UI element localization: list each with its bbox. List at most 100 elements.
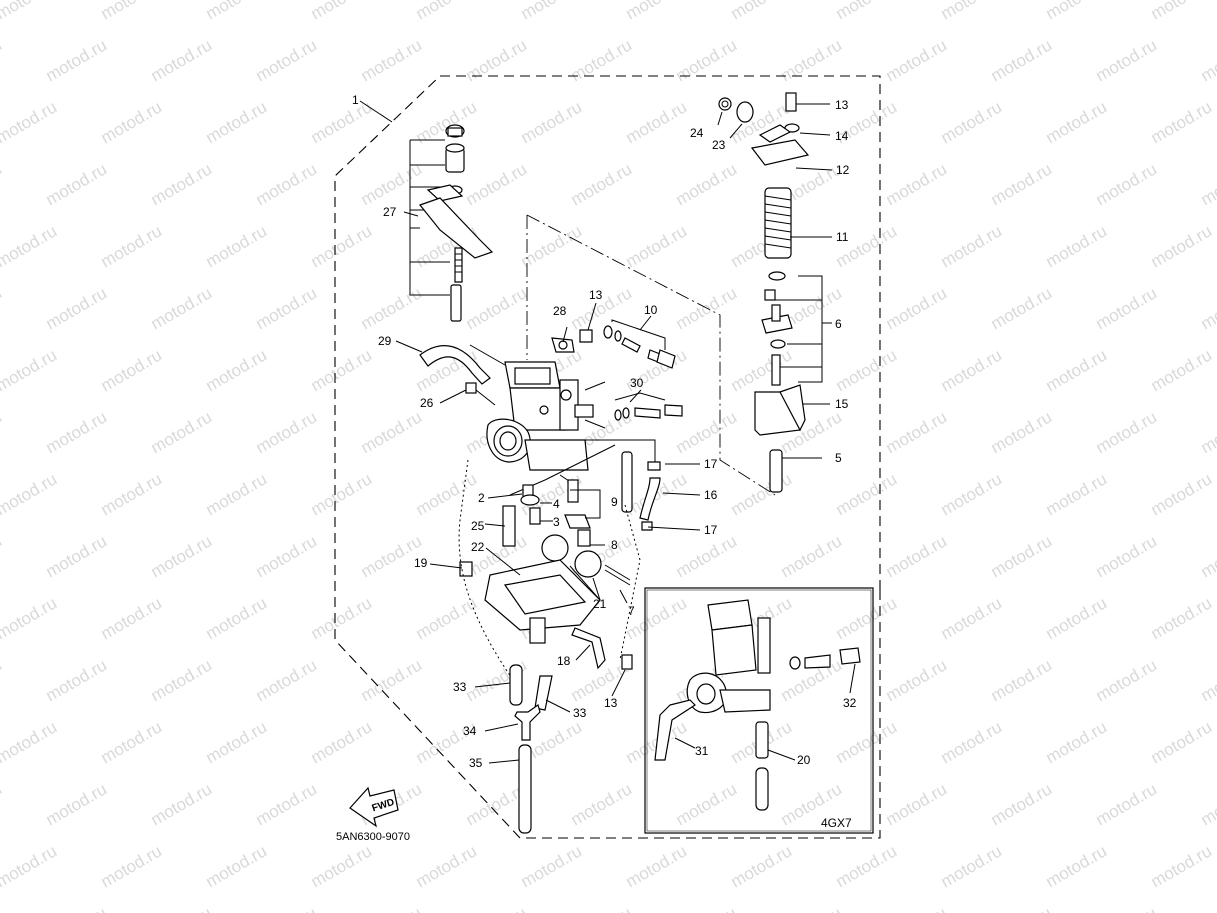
watermark-text: motod.ru <box>358 283 426 333</box>
callout-13-bottom: 13 <box>604 696 618 710</box>
watermark-text: motod.ru <box>988 407 1056 457</box>
watermark-text: motod.ru <box>1198 159 1217 209</box>
watermark-text: motod.ru <box>673 531 741 581</box>
watermark-text: motod.ru <box>358 903 426 913</box>
callout-32: 32 <box>843 696 857 710</box>
watermark-text: motod.ru <box>938 97 1006 147</box>
callout-13-mid: 13 <box>589 288 603 302</box>
watermark-text: motod.ru <box>0 221 60 271</box>
watermark-text: motod.ru <box>1093 407 1161 457</box>
watermark-text: motod.ru <box>778 35 846 85</box>
callout-labels: 1 2 3 4 5 6 7 8 9 10 11 12 13 13 13 14 1… <box>336 93 857 843</box>
watermark-text: motod.ru <box>988 655 1056 705</box>
watermark-text: motod.ru <box>148 35 216 85</box>
watermark-text: motod.ru <box>938 345 1006 395</box>
watermark-text: motod.ru <box>673 283 741 333</box>
watermark-text: motod.ru <box>568 903 636 913</box>
watermark-text: motod.ru <box>308 345 376 395</box>
watermark-text: motod.ru <box>673 159 741 209</box>
watermark-text: motod.ru <box>308 593 376 643</box>
watermark-text: motod.ru <box>253 779 321 829</box>
watermark-text: motod.ru <box>148 283 216 333</box>
watermark-text: motod.ru <box>728 97 796 147</box>
callout-29: 29 <box>378 334 392 348</box>
watermark-text: motod.ru <box>623 221 691 271</box>
callout-7: 7 <box>628 604 635 618</box>
watermark-text: motod.ru <box>778 903 846 913</box>
watermark-text: motod.ru <box>253 655 321 705</box>
watermark-text: motod.ru <box>253 903 321 913</box>
throttle-parts-group <box>409 124 494 322</box>
watermark-text: motod.ru <box>518 97 586 147</box>
joint-34 <box>514 704 541 741</box>
callout-11: 11 <box>836 230 849 244</box>
watermark-text: motod.ru <box>833 841 901 891</box>
watermark-text: motod.ru <box>98 593 166 643</box>
watermark-text: motod.ru <box>883 407 951 457</box>
watermark-text: motod.ru <box>1043 97 1111 147</box>
watermark-text: motod.ru <box>673 407 741 457</box>
watermark-text: motod.ru <box>203 841 271 891</box>
carburetor-body <box>486 361 606 471</box>
watermark-text: motod.ru <box>938 841 1006 891</box>
watermark-text: motod.ru <box>98 469 166 519</box>
watermark-text: motod.ru <box>308 717 376 767</box>
watermark-text: motod.ru <box>413 593 481 643</box>
watermark-text: motod.ru <box>728 469 796 519</box>
watermark-text: motod.ru <box>463 903 531 913</box>
watermark-text: motod.ru <box>358 159 426 209</box>
callout-14: 14 <box>835 129 849 143</box>
watermark-text: motod.ru <box>938 0 1006 23</box>
leader-lines <box>359 100 856 764</box>
watermark-text: motod.ru <box>1198 655 1217 705</box>
watermark-text: motod.ru <box>0 0 60 23</box>
callout-35: 35 <box>469 756 483 770</box>
watermark-text: motod.ru <box>148 531 216 581</box>
assembly-boundary <box>334 75 881 839</box>
watermark-text: motod.ru <box>1198 35 1217 85</box>
lower-parts-group <box>502 479 631 586</box>
watermark-text: motod.ru <box>1043 0 1111 23</box>
watermark-text: motod.ru <box>253 531 321 581</box>
callout-22: 22 <box>471 540 485 554</box>
callout-4: 4 <box>553 497 560 511</box>
inset-carburetor <box>654 599 861 811</box>
callout-12: 12 <box>836 163 850 177</box>
callout-17-lower: 17 <box>704 523 718 537</box>
hose-18 <box>571 627 606 670</box>
watermark-text: motod.ru <box>0 407 5 457</box>
watermark-text: motod.ru <box>308 0 376 23</box>
watermark-text: motod.ru <box>413 841 481 891</box>
watermark-text: motod.ru <box>1148 97 1216 147</box>
watermark-text: motod.ru <box>938 593 1006 643</box>
watermark-text: motod.ru <box>1093 903 1161 913</box>
watermark-text: motod.ru <box>1198 407 1217 457</box>
callout-19: 19 <box>414 556 428 570</box>
callout-33-left: 33 <box>453 680 467 694</box>
watermark-text: motod.ru <box>1148 221 1216 271</box>
watermark-text: motod.ru <box>623 841 691 891</box>
watermark-text: motod.ru <box>0 655 5 705</box>
watermark-text: motod.ru <box>673 779 741 829</box>
watermark-text: motod.ru <box>253 407 321 457</box>
watermark-text: motod.ru <box>308 469 376 519</box>
watermark-text: motod.ru <box>43 35 111 85</box>
watermark-text: motod.ru <box>148 655 216 705</box>
watermark-text: motod.ru <box>148 779 216 829</box>
watermark-text: motod.ru <box>203 717 271 767</box>
watermark-text: motod.ru <box>413 469 481 519</box>
watermark-text: motod.ru <box>988 903 1056 913</box>
watermark-text: motod.ru <box>0 97 60 147</box>
watermark-text: motod.ru <box>358 655 426 705</box>
watermark-text: motod.ru <box>1148 841 1216 891</box>
watermark-text: motod.ru <box>1198 903 1217 913</box>
watermark-text: motod.ru <box>883 531 951 581</box>
watermark-text: motod.ru <box>308 97 376 147</box>
callout-2: 2 <box>478 491 485 505</box>
watermark-text: motod.ru <box>253 159 321 209</box>
idle-parts <box>551 319 676 369</box>
screw-group-30 <box>614 392 683 421</box>
callout-33-right: 33 <box>573 706 587 720</box>
watermark-text: motod.ru <box>938 469 1006 519</box>
